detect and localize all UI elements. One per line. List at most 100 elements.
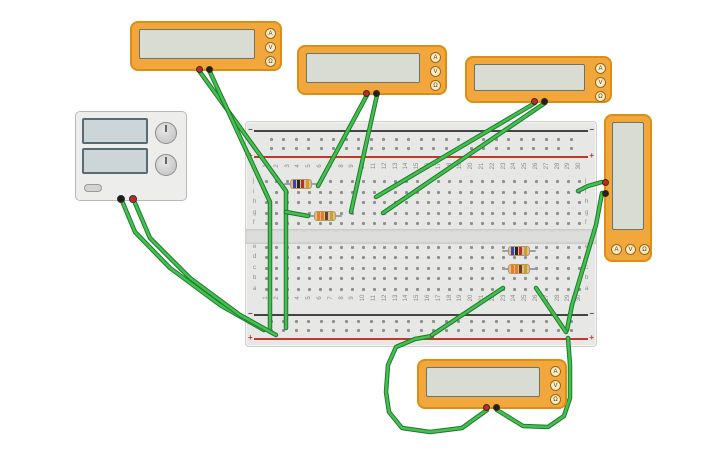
breadboard-hole[interactable] [350, 221, 354, 225]
breadboard-hole[interactable] [264, 255, 268, 259]
breadboard-hole[interactable] [512, 276, 516, 280]
breadboard-hole[interactable] [532, 137, 535, 141]
breadboard-hole[interactable] [264, 266, 268, 270]
ohms-button[interactable]: Ω [595, 91, 606, 102]
breadboard-hole[interactable] [523, 179, 527, 183]
breadboard-hole[interactable] [361, 255, 365, 259]
breadboard-hole[interactable] [404, 179, 408, 183]
breadboard-hole[interactable] [491, 255, 495, 259]
breadboard-hole[interactable] [344, 328, 348, 332]
breadboard-hole[interactable] [437, 266, 441, 270]
breadboard-hole[interactable] [264, 287, 268, 291]
breadboard-hole[interactable] [469, 276, 473, 280]
breadboard-hole[interactable] [318, 287, 322, 291]
breadboard-hole[interactable] [426, 287, 430, 291]
breadboard-hole[interactable] [512, 200, 516, 204]
breadboard-hole[interactable] [361, 276, 365, 280]
breadboard-hole[interactable] [394, 211, 398, 215]
breadboard-hole[interactable] [437, 179, 441, 183]
breadboard-hole[interactable] [491, 179, 495, 183]
breadboard-hole[interactable] [340, 179, 344, 183]
breadboard-hole[interactable] [340, 255, 344, 259]
breadboard-hole[interactable] [482, 146, 485, 150]
breadboard-hole[interactable] [577, 287, 581, 291]
breadboard-hole[interactable] [502, 266, 506, 270]
breadboard-hole[interactable] [264, 211, 268, 215]
breadboard-hole[interactable] [494, 146, 498, 150]
breadboard-hole[interactable] [556, 190, 560, 194]
breadboard-hole[interactable] [432, 328, 435, 332]
breadboard-hole[interactable] [502, 221, 506, 225]
breadboard-hole[interactable] [556, 200, 560, 204]
breadboard-hole[interactable] [545, 266, 549, 270]
breadboard-hole[interactable] [264, 276, 268, 280]
breadboard-hole[interactable] [480, 245, 484, 249]
breadboard-hole[interactable] [357, 319, 360, 323]
breadboard-hole[interactable] [415, 211, 419, 215]
breadboard-hole[interactable] [264, 245, 268, 249]
breadboard-hole[interactable] [275, 200, 279, 204]
breadboard-hole[interactable] [502, 179, 506, 183]
breadboard-hole[interactable] [426, 221, 430, 225]
breadboard-hole[interactable] [275, 245, 279, 249]
breadboard-hole[interactable] [404, 276, 408, 280]
breadboard-hole[interactable] [502, 245, 506, 249]
breadboard-hole[interactable] [426, 211, 430, 215]
breadboard-hole[interactable] [286, 276, 290, 280]
breadboard-hole[interactable] [318, 221, 322, 225]
breadboard-hole[interactable] [519, 137, 523, 141]
breadboard-hole[interactable] [361, 200, 365, 204]
negative-probe-terminal[interactable] [541, 98, 548, 105]
breadboard-hole[interactable] [269, 137, 273, 141]
breadboard-hole[interactable] [294, 319, 298, 323]
amps-button[interactable]: A [611, 244, 622, 255]
breadboard-hole[interactable] [523, 200, 527, 204]
breadboard-hole[interactable] [480, 255, 484, 259]
breadboard-hole[interactable] [545, 200, 549, 204]
breadboard-hole[interactable] [502, 190, 506, 194]
breadboard-hole[interactable] [307, 276, 311, 280]
breadboard-hole[interactable] [372, 200, 376, 204]
breadboard-hole[interactable] [544, 137, 548, 141]
breadboard-hole[interactable] [383, 190, 387, 194]
breadboard-hole[interactable] [372, 179, 376, 183]
breadboard-hole[interactable] [545, 276, 549, 280]
breadboard-hole[interactable] [332, 146, 335, 150]
breadboard-hole[interactable] [332, 328, 335, 332]
breadboard-hole[interactable] [361, 287, 365, 291]
breadboard-hole[interactable] [383, 287, 387, 291]
breadboard-hole[interactable] [404, 266, 408, 270]
breadboard-hole[interactable] [494, 328, 498, 332]
breadboard-hole[interactable] [566, 266, 570, 270]
breadboard-hole[interactable] [419, 137, 423, 141]
breadboard-hole[interactable] [357, 328, 360, 332]
breadboard-hole[interactable] [437, 287, 441, 291]
breadboard-hole[interactable] [480, 287, 484, 291]
breadboard-hole[interactable] [282, 146, 285, 150]
breadboard-hole[interactable] [502, 255, 506, 259]
breadboard-hole[interactable] [296, 287, 300, 291]
breadboard-hole[interactable] [404, 287, 408, 291]
breadboard-hole[interactable] [523, 190, 527, 194]
breadboard-hole[interactable] [512, 287, 516, 291]
breadboard-hole[interactable] [407, 328, 410, 332]
breadboard-hole[interactable] [318, 200, 322, 204]
breadboard-hole[interactable] [275, 255, 279, 259]
breadboard-hole[interactable] [350, 276, 354, 280]
breadboard-hole[interactable] [566, 255, 570, 259]
breadboard-hole[interactable] [382, 319, 385, 323]
breadboard-hole[interactable] [394, 190, 398, 194]
breadboard-hole[interactable] [340, 276, 344, 280]
breadboard-hole[interactable] [307, 137, 310, 141]
breadboard-hole[interactable] [437, 211, 441, 215]
breadboard-hole[interactable] [426, 179, 430, 183]
breadboard-hole[interactable] [296, 266, 300, 270]
breadboard-hole[interactable] [458, 200, 462, 204]
breadboard-hole[interactable] [275, 211, 279, 215]
breadboard-hole[interactable] [344, 319, 348, 323]
breadboard-hole[interactable] [577, 245, 581, 249]
breadboard-hole[interactable] [415, 266, 419, 270]
breadboard-hole[interactable] [350, 266, 354, 270]
breadboard-hole[interactable] [534, 179, 538, 183]
breadboard-hole[interactable] [523, 266, 527, 270]
